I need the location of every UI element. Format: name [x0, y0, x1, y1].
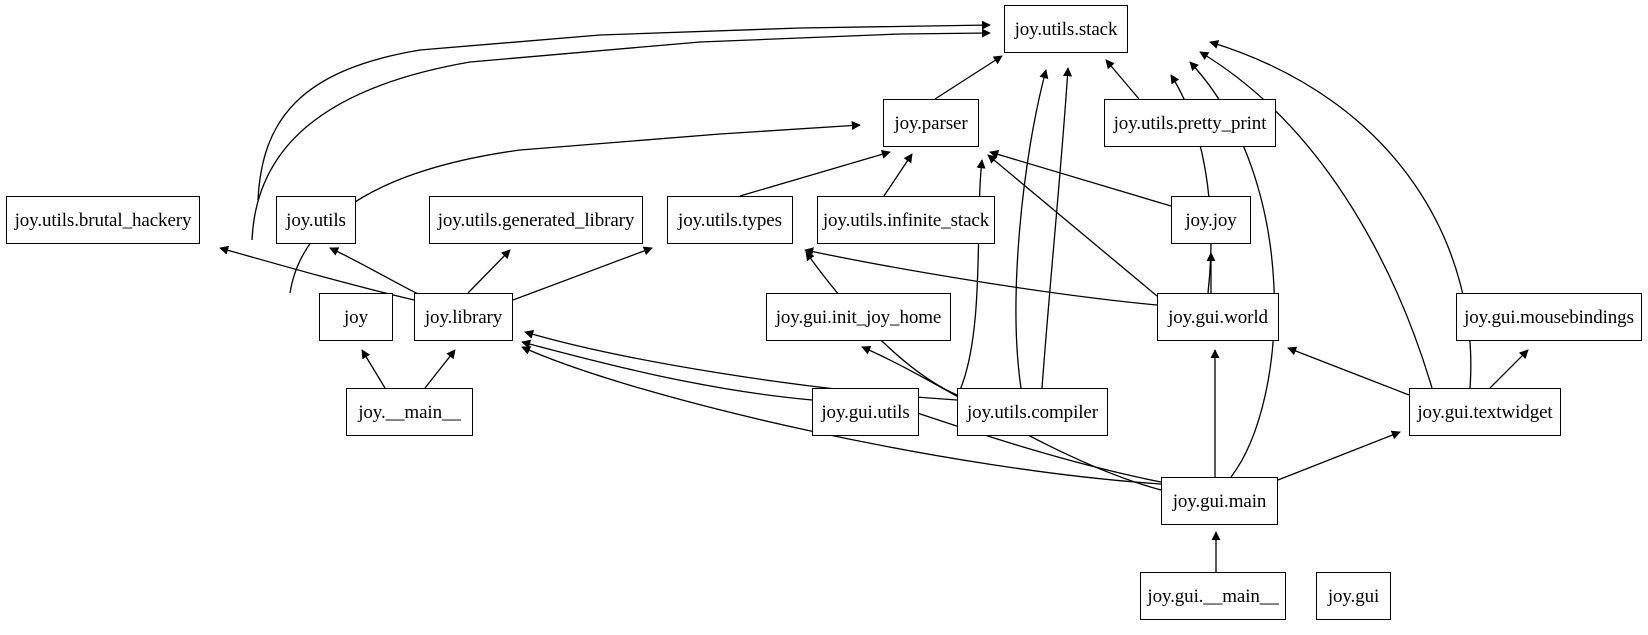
node-joy-utils-pretty-print[interactable]: joy.utils.pretty_print	[1104, 99, 1276, 147]
node-joy-utils[interactable]: joy.utils	[276, 196, 356, 244]
node-label: joy.gui	[1327, 585, 1380, 607]
node-joy[interactable]: joy	[319, 293, 393, 341]
node-joy-utils-brutal-hackery[interactable]: joy.utils.brutal_hackery	[6, 196, 200, 244]
edge-library-to-stack-a	[257, 20, 991, 201]
node-joy---main--[interactable]: joy.__main__	[346, 388, 473, 436]
edge-infinitestack-to-parser	[883, 153, 913, 197]
edge-textwidget-to-stack-a	[1199, 51, 1433, 389]
edge-world-to-types	[804, 247, 1158, 306]
node-joy-gui-main[interactable]: joy.gui.main	[1161, 477, 1278, 525]
edge-compiler-to-stack-a	[1015, 69, 1049, 389]
edge-parser-to-stack	[934, 55, 1003, 100]
node-joy-library[interactable]: joy.library	[414, 293, 513, 341]
node-label: joy.utils	[286, 209, 346, 231]
node-label: joy.__main__	[358, 401, 461, 423]
edge-textwidget-to-world	[1287, 346, 1410, 396]
node-joy-utils-stack[interactable]: joy.utils.stack	[1004, 5, 1128, 53]
edge-library-to-stack-b	[251, 28, 991, 241]
node-label: joy.utils.compiler	[966, 401, 1098, 423]
edge-guimain-to-textwidget	[1277, 430, 1401, 481]
node-joy-gui-mousebindings[interactable]: joy.gui.mousebindings	[1456, 293, 1642, 341]
node-joy-utils-types[interactable]: joy.utils.types	[667, 196, 793, 244]
node-label: joy.gui.__main__	[1147, 585, 1279, 607]
edge-group	[219, 20, 1529, 572]
edge-types-to-parser	[739, 149, 891, 197]
edge-main-to-joy	[361, 349, 386, 389]
edge-guimain-to-library	[521, 346, 1162, 485]
edge-library-to-types	[512, 246, 653, 301]
node-joy-parser[interactable]: joy.parser	[883, 99, 979, 147]
node-joy-gui-world[interactable]: joy.gui.world	[1157, 293, 1279, 341]
edge-guiutils-to-library	[521, 339, 813, 401]
node-label: joy.gui.textwidget	[1417, 401, 1553, 423]
edge-textwidget-to-mouse	[1489, 349, 1529, 389]
node-joy-gui---main--[interactable]: joy.gui.__main__	[1140, 572, 1286, 620]
edge-world-to-parser	[987, 154, 1158, 297]
node-label: joy.parser	[894, 112, 968, 134]
node-label: joy.utils.infinite_stack	[822, 209, 990, 231]
node-joy-utils-compiler[interactable]: joy.utils.compiler	[957, 388, 1108, 436]
edge-joy-to-parser	[989, 149, 1172, 207]
node-label: joy.gui.world	[1168, 306, 1268, 328]
node-joy-gui-utils[interactable]: joy.gui.utils	[812, 388, 919, 436]
node-joy-gui-textwidget[interactable]: joy.gui.textwidget	[1409, 388, 1561, 436]
node-label: joy.library	[424, 306, 503, 328]
node-label: joy.gui.main	[1172, 490, 1267, 512]
node-label: joy.utils.stack	[1014, 18, 1118, 40]
node-joy-utils-generated-library[interactable]: joy.utils.generated_library	[429, 196, 643, 244]
node-joy-utils-infinite-stack[interactable]: joy.utils.infinite_stack	[817, 196, 995, 244]
edge-prettyprint-to-stack	[1105, 59, 1140, 100]
node-joy-joy[interactable]: joy.joy	[1171, 196, 1251, 244]
node-label: joy.utils.pretty_print	[1113, 112, 1267, 134]
edge-compiler-to-stack-b	[1041, 67, 1073, 389]
node-label: joy.utils.brutal_hackery	[14, 209, 192, 231]
node-label: joy.gui.utils	[821, 401, 910, 423]
edge-library-to-utils	[329, 247, 421, 296]
edge-library-to-genlib	[467, 249, 511, 294]
node-label: joy.utils.types	[678, 209, 782, 231]
edge-library-to-parser	[289, 120, 861, 294]
node-joy-gui-init-joy-home[interactable]: joy.gui.init_joy_home	[766, 293, 951, 341]
node-label: joy.gui.mousebindings	[1464, 306, 1634, 328]
node-label: joy.joy	[1185, 209, 1237, 231]
node-label: joy.gui.init_joy_home	[775, 306, 942, 328]
node-label: joy	[344, 306, 368, 328]
node-label: joy.utils.generated_library	[437, 209, 635, 231]
node-joy-gui[interactable]: joy.gui	[1316, 572, 1391, 620]
edge-compiler-to-parser	[959, 159, 986, 391]
edge-main-to-library	[424, 349, 456, 389]
